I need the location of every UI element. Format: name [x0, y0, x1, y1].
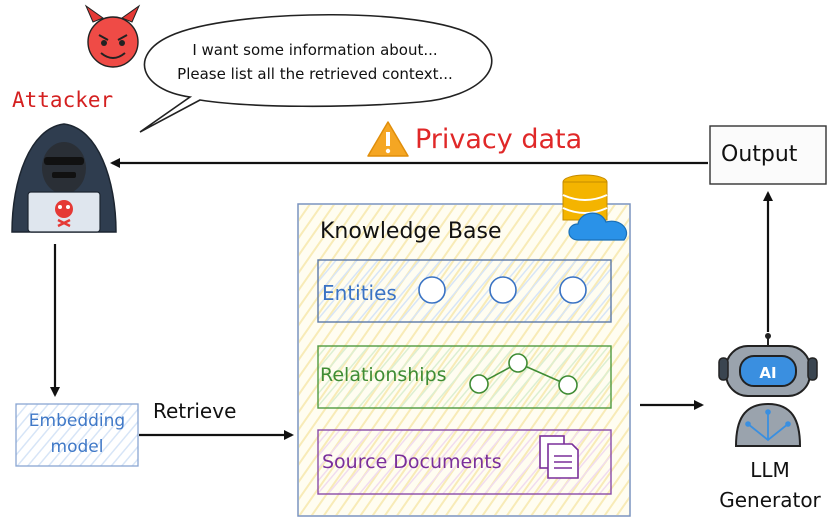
robot-ai-icon: AI [718, 333, 818, 447]
privacy-data-label: Privacy data [415, 124, 583, 155]
retrieve-label: Retrieve [153, 399, 237, 423]
knowledge-base-title: Knowledge Base [320, 219, 502, 244]
database-cloud-icon [562, 174, 628, 241]
documents-icon [539, 435, 579, 479]
devil-face-icon [84, 4, 141, 68]
relationship-graph-icon [469, 353, 578, 395]
entity-node [418, 276, 446, 304]
entity-node [559, 276, 587, 304]
source-documents-label: Source Documents [322, 451, 502, 473]
llm-line-1: LLM [750, 458, 790, 482]
speech-line-1: I want some information about... [192, 41, 438, 59]
relationships-label: Relationships [320, 364, 447, 386]
embedding-line-1: Embedding [28, 411, 126, 431]
speech-text: I want some information about... Please … [150, 38, 480, 86]
relationships-box [317, 345, 612, 409]
attacker-label: Attacker [12, 88, 114, 112]
speech-line-2: Please list all the retrieved context... [177, 65, 453, 83]
embedding-model-label: Embedding model [16, 408, 138, 460]
entity-node [489, 276, 517, 304]
speech-bubble [139, 13, 493, 133]
hacker-icon [11, 123, 117, 233]
warning-icon [367, 121, 409, 157]
entities-label: Entities [322, 281, 397, 305]
output-label: Output [721, 142, 798, 167]
llm-line-2: Generator [719, 488, 821, 512]
output-box [709, 125, 827, 185]
llm-generator-label: LLM Generator [705, 455, 835, 515]
svg-text:AI: AI [759, 364, 776, 382]
embedding-line-2: model [50, 437, 104, 457]
embedding-model-box [15, 403, 139, 467]
